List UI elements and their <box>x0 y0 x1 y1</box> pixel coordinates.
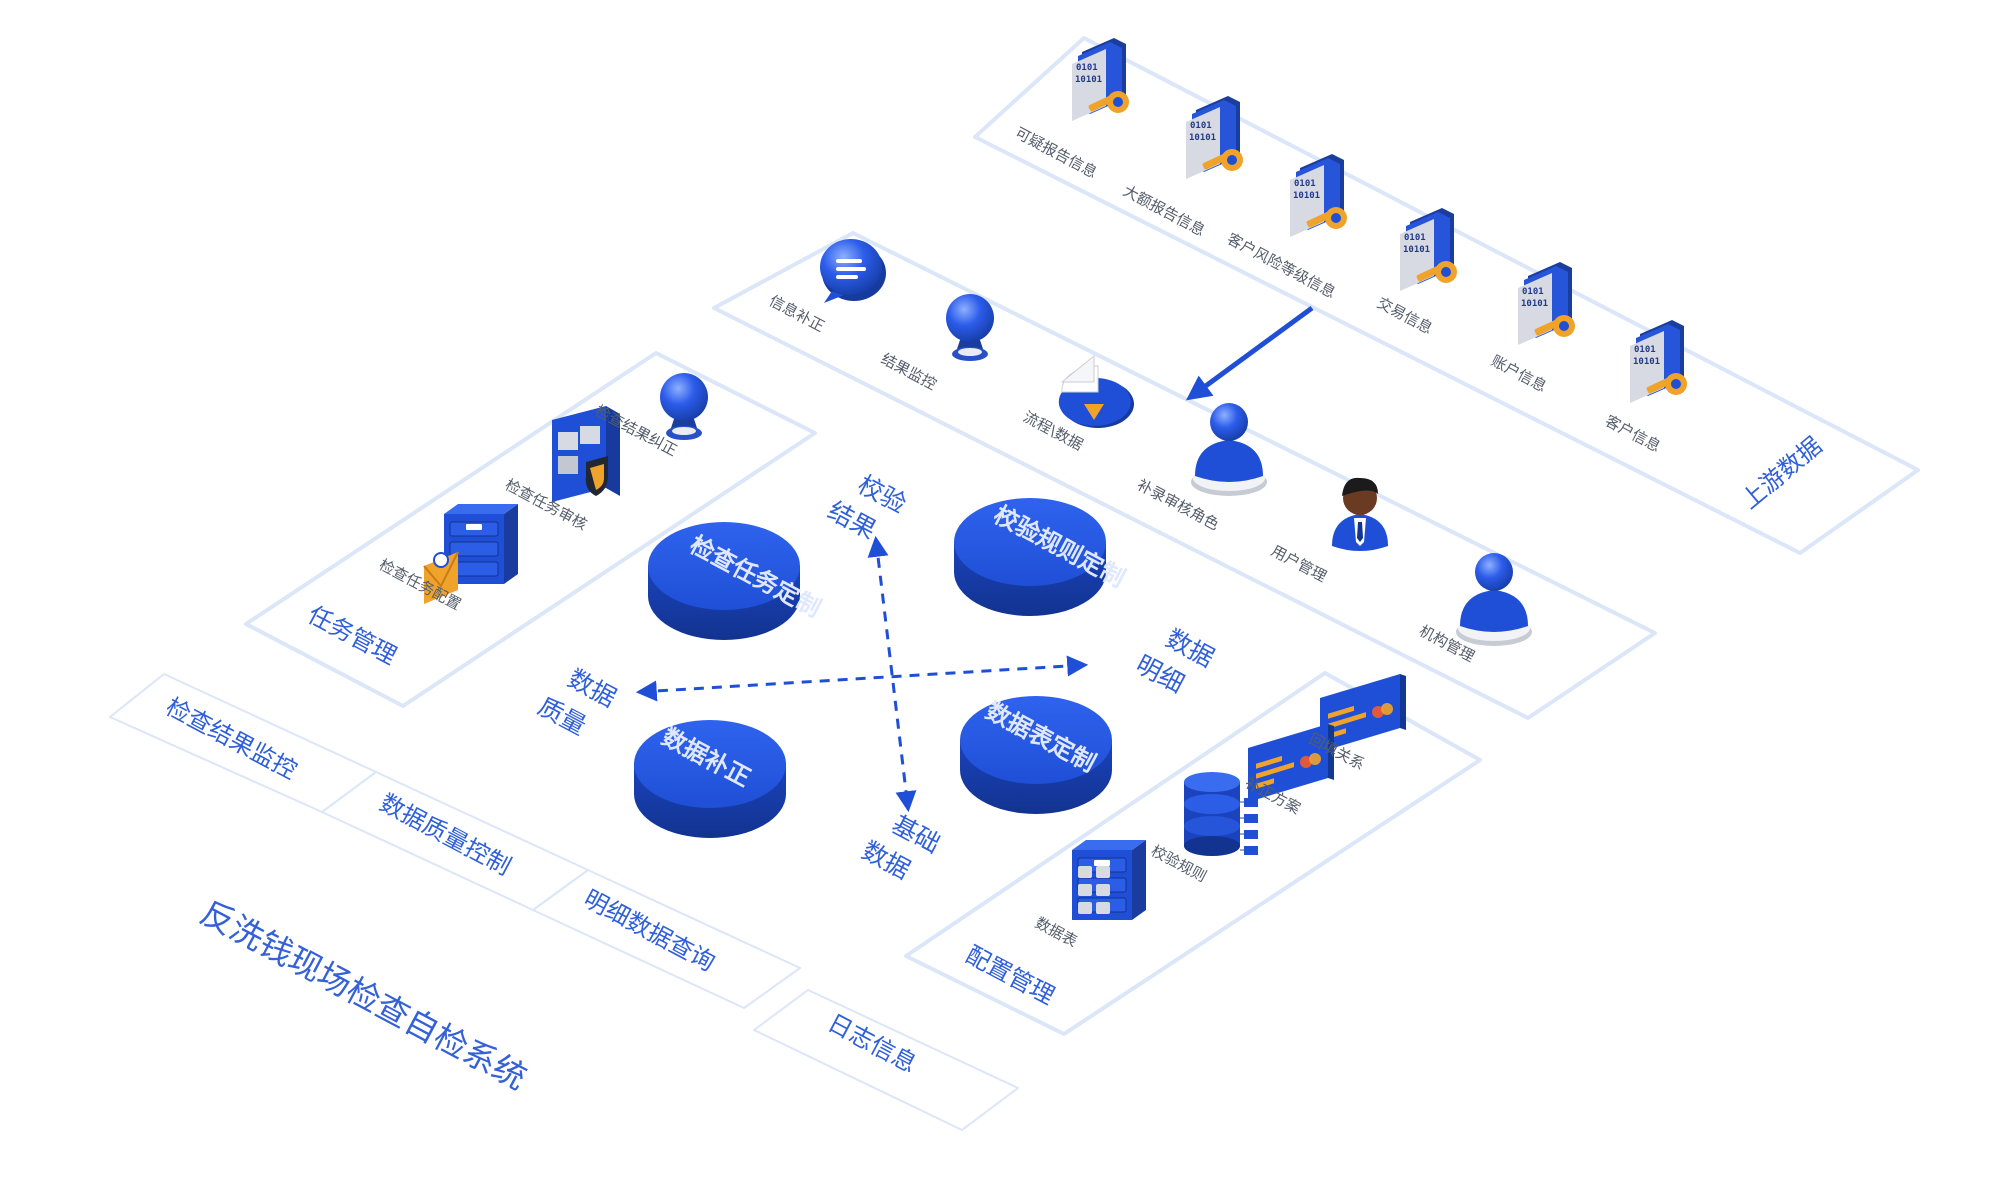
upstream-flow-arrow <box>1185 305 1314 401</box>
middle-label: 用户管理 <box>1268 542 1329 586</box>
disk-data-correction[interactable] <box>634 720 786 838</box>
file-key-icon <box>1072 38 1129 121</box>
arrow-vertical <box>867 535 917 813</box>
module-box-detail-query[interactable] <box>532 869 801 1009</box>
axis-labels: 校验 结果 基础 数据 数据 质量 数据 明细 <box>533 470 1219 885</box>
task-management-outline <box>244 351 817 708</box>
config-management-outline <box>904 671 1482 1036</box>
business-user-icon[interactable] <box>1332 477 1388 551</box>
upstream-label: 账户信息 <box>1488 352 1549 396</box>
disk-rule-customization[interactable] <box>954 498 1106 616</box>
upstream-region-outline <box>973 36 1920 555</box>
center-disks <box>634 498 1112 838</box>
file-key-icon <box>1400 208 1457 291</box>
upstream-label: 可疑报告信息 <box>1012 124 1100 182</box>
module-box-log-info[interactable] <box>753 989 1019 1131</box>
module-label-quality-control: 数据质量控制 <box>375 789 515 881</box>
file-key-icon <box>1186 96 1243 179</box>
config-title: 配置管理 <box>961 941 1059 1011</box>
config-icons <box>1071 674 1406 921</box>
task-icons <box>423 373 708 604</box>
upstream-title: 上游数据 <box>1736 431 1828 514</box>
axis-arrows <box>635 535 1089 813</box>
system-title: 反洗钱现场检查自检系统 <box>194 893 533 1098</box>
role-person-icon[interactable] <box>1191 403 1267 496</box>
data-table-server-icon[interactable] <box>1071 839 1147 921</box>
pie-chart-icon[interactable] <box>1058 354 1134 428</box>
result-correction-globe-icon[interactable] <box>660 373 708 440</box>
file-key-icon <box>1630 320 1687 403</box>
middle-icons <box>820 239 1532 646</box>
disk-table-customization[interactable] <box>960 696 1112 814</box>
audit-shield-icon[interactable] <box>552 406 620 502</box>
upstream-label: 交易信息 <box>1374 294 1435 338</box>
middle-label: 信息补正 <box>766 292 827 336</box>
upstream-label: 客户信息 <box>1602 412 1663 456</box>
chat-bubble-icon[interactable] <box>820 239 886 303</box>
database-stack-icon[interactable] <box>1184 772 1258 856</box>
middle-region-outline <box>712 231 1657 720</box>
middle-label: 结果监控 <box>878 350 939 394</box>
arrow-horizontal <box>635 655 1089 702</box>
file-key-icon <box>1290 154 1347 237</box>
upstream-labels: 可疑报告信息 大额报告信息 客户风险等级信息 交易信息 账户信息 客户信息 上游… <box>1012 124 1827 515</box>
task-config-server-icon[interactable] <box>423 503 519 604</box>
disk-task-customization[interactable] <box>648 522 800 640</box>
bottom-module-labels: 检查结果监控 数据质量控制 明细数据查询 日志信息 <box>161 693 921 1079</box>
file-key-icon <box>1518 262 1575 345</box>
monitor-globe-icon[interactable] <box>946 294 994 361</box>
